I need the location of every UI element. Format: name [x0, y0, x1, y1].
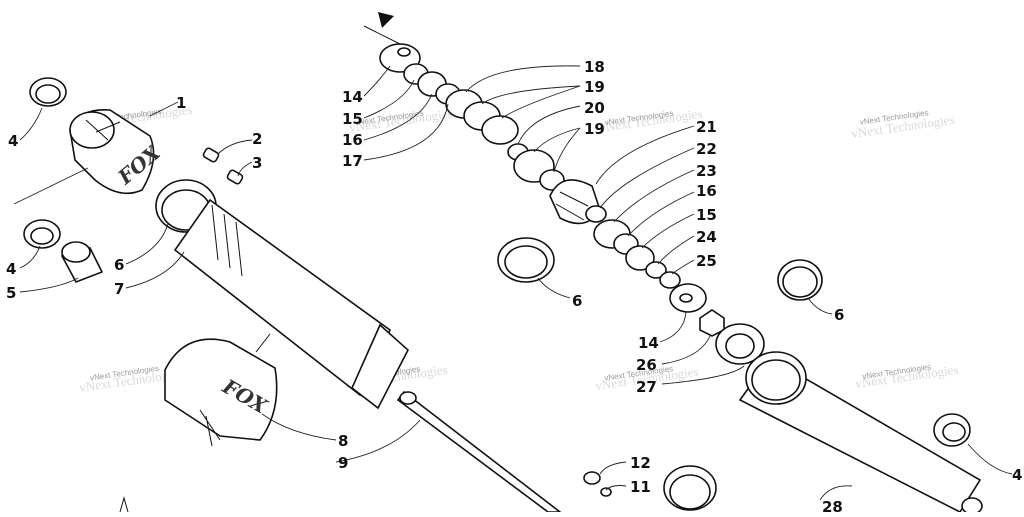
callout-25: 25	[696, 252, 717, 270]
callout-22: 22	[696, 140, 717, 158]
callout-14: 14	[342, 88, 363, 106]
bushing-part	[933, 413, 971, 447]
callout-20: 20	[584, 99, 605, 117]
callout-11: 11	[630, 478, 651, 496]
direction-arrow-icon	[363, 12, 401, 45]
rod-part	[396, 390, 563, 513]
seal-part	[715, 323, 765, 365]
callout-3: 3	[252, 154, 262, 172]
callout-19: 19	[584, 120, 605, 138]
ring-part	[497, 237, 555, 283]
callout-6: 6	[572, 292, 582, 310]
valve-stack-assembly	[379, 43, 765, 511]
leader-lines	[13, 65, 1013, 501]
bushing-part	[23, 219, 61, 249]
ring-part	[777, 259, 823, 301]
eyelet-part: FOX	[69, 109, 166, 195]
callout-28: 28	[822, 498, 843, 512]
sleeve-part	[60, 241, 104, 283]
left-shock-assembly: FOX FO	[23, 77, 563, 513]
callout-18: 18	[584, 58, 605, 76]
callout-9: 9	[338, 454, 348, 472]
callout-21: 21	[696, 118, 717, 136]
callout-19: 19	[584, 78, 605, 96]
shock-body-part	[173, 198, 409, 410]
callout-15: 15	[342, 110, 363, 128]
callout-16: 16	[342, 131, 363, 149]
callout-12: 12	[630, 454, 651, 472]
callout-23: 23	[696, 162, 717, 180]
fitting-part	[202, 147, 244, 185]
cover-part: FOX	[164, 338, 278, 447]
callout-8: 8	[338, 432, 348, 450]
callout-1: 1	[176, 94, 186, 112]
callout-2: 2	[252, 130, 262, 148]
ring-part	[663, 465, 717, 511]
callout-labels: 1 2 3 4 4 4 5 6 6 6 7 8 9 11 12 14 14 15…	[6, 58, 1022, 516]
callout-4: 4	[1012, 466, 1022, 484]
callout-5: 5	[6, 284, 16, 302]
reservoir-assembly	[738, 259, 983, 515]
callout-7: 7	[114, 280, 124, 298]
callout-26: 26	[636, 356, 657, 374]
callout-15: 15	[696, 206, 717, 224]
callout-6: 6	[834, 306, 844, 324]
callout-27: 27	[636, 378, 657, 396]
callout-4: 4	[8, 132, 18, 150]
callout-6: 6	[114, 256, 124, 274]
callout-16: 16	[696, 182, 717, 200]
callout-4: 4	[6, 260, 16, 278]
bushing-part	[29, 77, 67, 107]
callout-24: 24	[696, 228, 717, 246]
callout-17: 17	[342, 152, 363, 170]
callout-14: 14	[638, 334, 659, 352]
